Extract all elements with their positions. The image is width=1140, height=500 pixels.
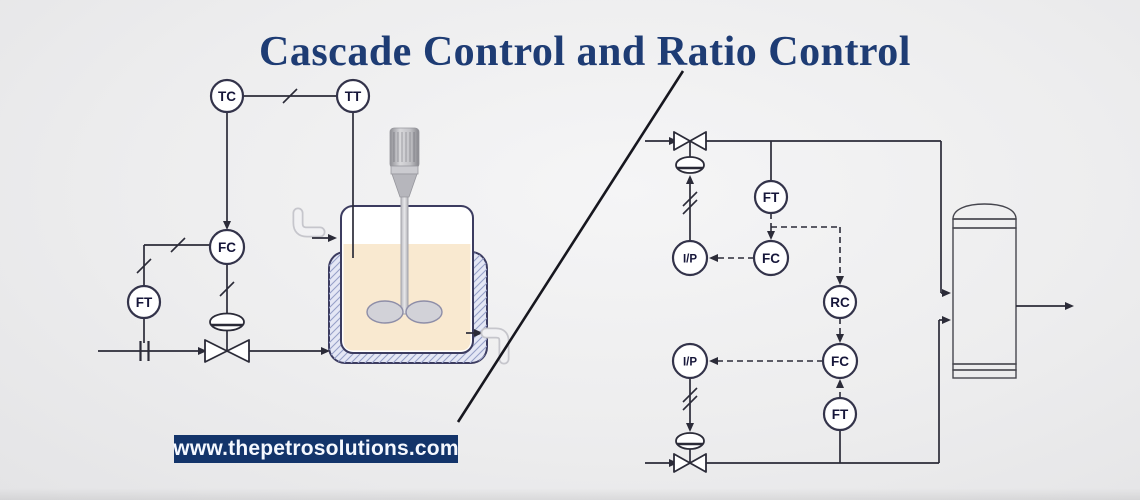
instrument-tc: TC xyxy=(209,78,245,114)
vessel-outlet-pipe xyxy=(1016,302,1074,310)
valve-actuator-bottom xyxy=(675,432,705,450)
instrument-ip-bottom: I/P xyxy=(671,342,709,380)
website-badge: www.thepetrosolutions.com xyxy=(173,435,459,463)
svg-text:FT: FT xyxy=(763,190,780,205)
control-valve-left xyxy=(204,312,250,363)
ratio-signal-lines xyxy=(709,213,844,398)
agitator xyxy=(366,127,443,324)
svg-text:FT: FT xyxy=(832,407,849,422)
control-valve-top xyxy=(673,131,707,241)
instrument-fc-left: FC xyxy=(208,228,246,266)
svg-text:TT: TT xyxy=(345,89,362,104)
page-title: Cascade Control and Ratio Control xyxy=(259,29,911,75)
control-valve-bottom xyxy=(673,378,707,473)
svg-text:I/P: I/P xyxy=(683,254,697,266)
impeller-blade-left xyxy=(366,300,404,324)
feed-pipe xyxy=(98,341,330,361)
svg-text:RC: RC xyxy=(830,295,850,310)
svg-text:FC: FC xyxy=(831,354,849,369)
svg-text:FC: FC xyxy=(762,251,780,266)
instrument-ip-top: I/P xyxy=(671,239,709,277)
orifice-plate xyxy=(139,341,150,361)
instrument-tt: TT xyxy=(335,78,371,114)
impeller-blade-right xyxy=(405,300,443,324)
svg-text:TC: TC xyxy=(218,89,236,104)
cascade-control-diagram: TC TT FC FT xyxy=(98,78,510,365)
cascade-signal-lines xyxy=(136,88,337,343)
tank-outlet-pipe xyxy=(466,327,510,365)
instrument-fc-top: FC xyxy=(752,239,790,277)
stirred-tank xyxy=(292,112,510,365)
website-url: www.thepetrosolutions.com xyxy=(173,437,459,460)
instrument-fc-bottom: FC xyxy=(821,342,859,380)
instrument-ft-left: FT xyxy=(126,284,162,320)
mixing-vessel xyxy=(952,203,1074,379)
flow-taps xyxy=(770,141,841,463)
valve-actuator-top xyxy=(675,156,705,174)
valve-actuator xyxy=(209,312,245,332)
svg-text:FT: FT xyxy=(136,295,153,310)
instrument-ft-bottom: FT xyxy=(822,396,858,432)
instrument-ft-top: FT xyxy=(753,179,789,215)
svg-text:FC: FC xyxy=(218,240,236,255)
tank-inlet-pipe xyxy=(292,207,337,242)
top-stream-pipe xyxy=(645,137,951,297)
agitator-shaft xyxy=(400,195,409,315)
ratio-control-diagram: FT FC I/P RC FC I/P xyxy=(645,131,1074,473)
svg-text:I/P: I/P xyxy=(683,357,697,369)
section-divider xyxy=(456,70,685,423)
instrument-rc: RC xyxy=(822,284,858,320)
